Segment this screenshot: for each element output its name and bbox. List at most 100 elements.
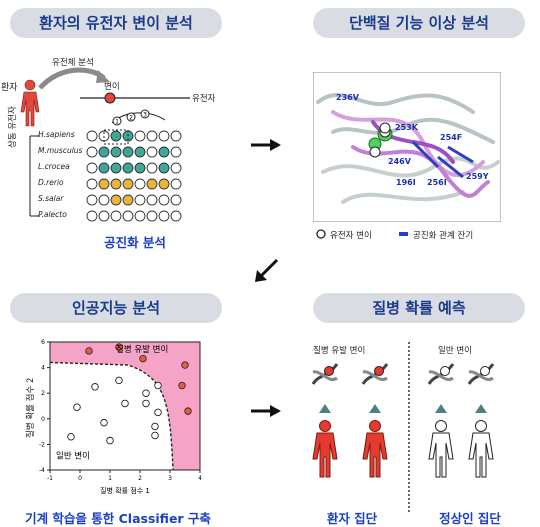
normal-variant-point (142, 389, 150, 397)
alignment-residue (170, 130, 182, 142)
alignment-residue (170, 146, 182, 158)
alignment-residue (98, 194, 110, 206)
alignment-residue (110, 162, 122, 174)
alignment-residue (86, 194, 98, 206)
step-number-1: 1 (115, 119, 119, 126)
disease-variant-point (85, 347, 93, 355)
panel-title-ai: 인공지능 분석 (10, 293, 222, 323)
normal-variant-point (115, 376, 123, 385)
residue-196i-label: 196I (396, 178, 416, 187)
alignment-residue (86, 130, 98, 142)
alignment-residue (110, 178, 122, 190)
alignment-residue (158, 194, 170, 206)
y-tick-label: 2 (41, 390, 45, 397)
alignment-residue (158, 162, 170, 174)
alignment-residue (146, 130, 158, 142)
up-triangle-icon (369, 404, 381, 413)
chart-x-axis-label: 질병 확률 점수 1 (100, 486, 150, 495)
species-label: S.salar (38, 194, 64, 203)
group-normal-variant-label: 일반 변이 (438, 346, 472, 356)
patient-figure-icon (20, 79, 40, 127)
alignment-residue (122, 210, 134, 222)
residue-256i-label: 256I (427, 178, 447, 187)
normal-variant-point (100, 418, 108, 427)
mutated-dna-icon (361, 363, 389, 385)
decision-boundary (49, 361, 174, 471)
up-triangle-icon (435, 404, 447, 413)
alignment-residue (170, 162, 182, 174)
alignment-residue (134, 146, 146, 158)
step-number-3: 3 (143, 112, 147, 119)
alignment-residue (158, 210, 170, 222)
group-divider (408, 342, 410, 512)
panel-title-protein: 단백질 기능 이상 분석 (313, 8, 525, 38)
normal-variant-point (142, 399, 150, 408)
disease-region (50, 342, 200, 470)
x-tick-label: -1 (47, 475, 53, 482)
alignment-residue (146, 162, 158, 174)
mutated-dna-icon (311, 363, 339, 385)
alignment-residue (146, 210, 158, 222)
alignment-residue (86, 178, 98, 190)
step-number-2: 2 (129, 115, 133, 122)
normal-dna-icon (427, 363, 455, 385)
alignment-residue (134, 162, 146, 174)
normal-region-label: 일반 변이 (56, 450, 90, 461)
alignment-residue (110, 194, 122, 206)
normal-group-caption: 정상인 집단 (439, 511, 501, 526)
residue-253k-label: 253K (395, 123, 418, 132)
homolog-gene-label: 상동 유전자 (8, 106, 18, 148)
y-tick-label: -2 (39, 441, 45, 448)
disease-variant-point (115, 343, 123, 351)
selected-column-box (103, 129, 129, 145)
alignment-residue (122, 178, 134, 190)
normal-variant-point (154, 381, 162, 390)
patient-label: 환자 (1, 83, 18, 93)
alignment-residue (146, 178, 158, 190)
disease-variant-point (178, 381, 186, 390)
patient-person-icon (312, 420, 338, 478)
normal-variant-point (154, 408, 162, 417)
genome-analysis-label: 유전체 분석 (52, 58, 94, 68)
panel-title-risk: 질병 확률 예측 (313, 293, 525, 323)
alignment-residue (98, 162, 110, 174)
arrow-diagonal-icon (255, 258, 279, 282)
alignment-residue (98, 178, 110, 190)
alignment-residue (170, 210, 182, 222)
alignment-residue (98, 210, 110, 222)
alignment-residue (134, 178, 146, 190)
variant-label: 변이 (104, 82, 120, 92)
normal-variant-point (91, 383, 99, 391)
legend-variant-icon (316, 229, 326, 239)
alignment-residue (86, 210, 98, 222)
residue-259y-label: 259Y (466, 172, 489, 181)
residue-254f-label: 254F (440, 133, 463, 142)
species-label: P.alecto (38, 210, 67, 219)
gene-label: 유전자 (192, 94, 216, 104)
species-label: D.rerio (38, 178, 64, 187)
up-triangle-icon (475, 404, 487, 413)
species-label: H.sapiens (38, 130, 75, 139)
alignment-grid (86, 130, 182, 222)
alignment-residue (110, 146, 122, 158)
disease-variant-point (184, 407, 192, 415)
alignment-residue (158, 178, 170, 190)
legend-coevolution-label: 공진화 관계 잔기 (413, 231, 474, 241)
alignment-residue (146, 194, 158, 206)
alignment-residue (134, 130, 146, 142)
normal-variant-point (106, 436, 114, 445)
alignment-residue (170, 194, 182, 206)
residue-236v-label: 236V (336, 93, 359, 102)
y-tick-label: 4 (41, 365, 45, 372)
y-tick-label: 0 (41, 416, 45, 423)
alignment-residue (110, 130, 122, 142)
alignment-residue (98, 146, 110, 158)
genome-analysis-arrow (38, 67, 106, 90)
alignment-residue (170, 178, 182, 190)
normal-variant-point (151, 431, 159, 440)
coevolution-caption: 공진화 분석 (104, 235, 166, 250)
species-label: L.crocea (38, 162, 70, 171)
coevolution-diagram: 1 2 3 (20, 67, 190, 222)
alignment-residue (158, 146, 170, 158)
arrow-right-top-icon (251, 139, 281, 151)
